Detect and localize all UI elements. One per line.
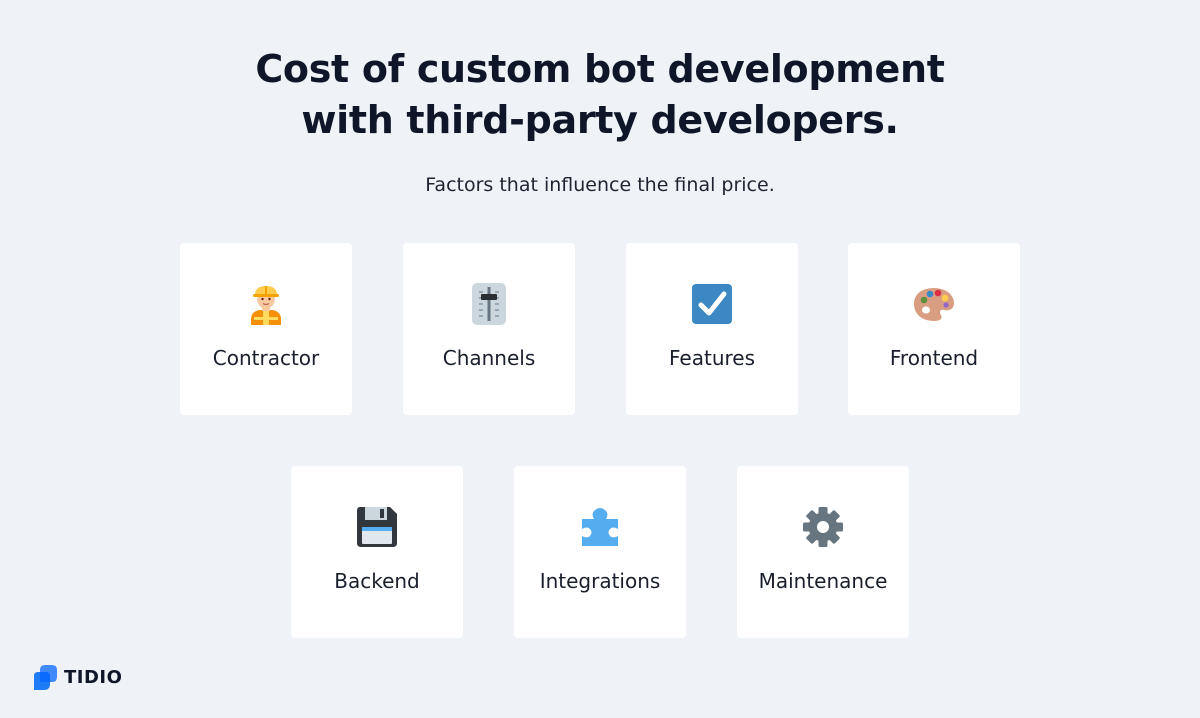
construction-worker-icon (245, 283, 287, 325)
floppy-disk-icon (356, 506, 398, 548)
factor-label: Backend (334, 569, 420, 593)
factor-label: Frontend (889, 346, 979, 370)
factor-card-integrations: Integrations (514, 466, 686, 638)
factor-card-frontend: Frontend (848, 243, 1020, 415)
factor-label: Integrations (539, 569, 661, 593)
check-box-icon (691, 283, 733, 325)
factor-card-contractor: Contractor (180, 243, 352, 415)
factor-card-backend: Backend (291, 466, 463, 638)
page-subtitle: Factors that influence the final price. (425, 174, 775, 196)
level-slider-icon (468, 283, 510, 325)
factor-card-channels: Channels (403, 243, 575, 415)
factor-label: Contractor (212, 346, 320, 370)
factor-label: Channels (442, 346, 536, 370)
gear-icon (802, 506, 844, 548)
page-title: Cost of custom bot development with thir… (0, 44, 1200, 146)
factor-card-features: Features (626, 243, 798, 415)
title-line-1: Cost of custom bot development (255, 47, 945, 91)
factor-label: Maintenance (758, 569, 888, 593)
factor-card-maintenance: Maintenance (737, 466, 909, 638)
puzzle-piece-icon (579, 506, 621, 548)
brand-name: TIDIO (64, 667, 123, 688)
tidio-logo-mark (34, 665, 57, 690)
factor-label: Features (669, 346, 755, 370)
artist-palette-icon (913, 283, 955, 325)
title-line-2: with third-party developers. (301, 98, 899, 142)
